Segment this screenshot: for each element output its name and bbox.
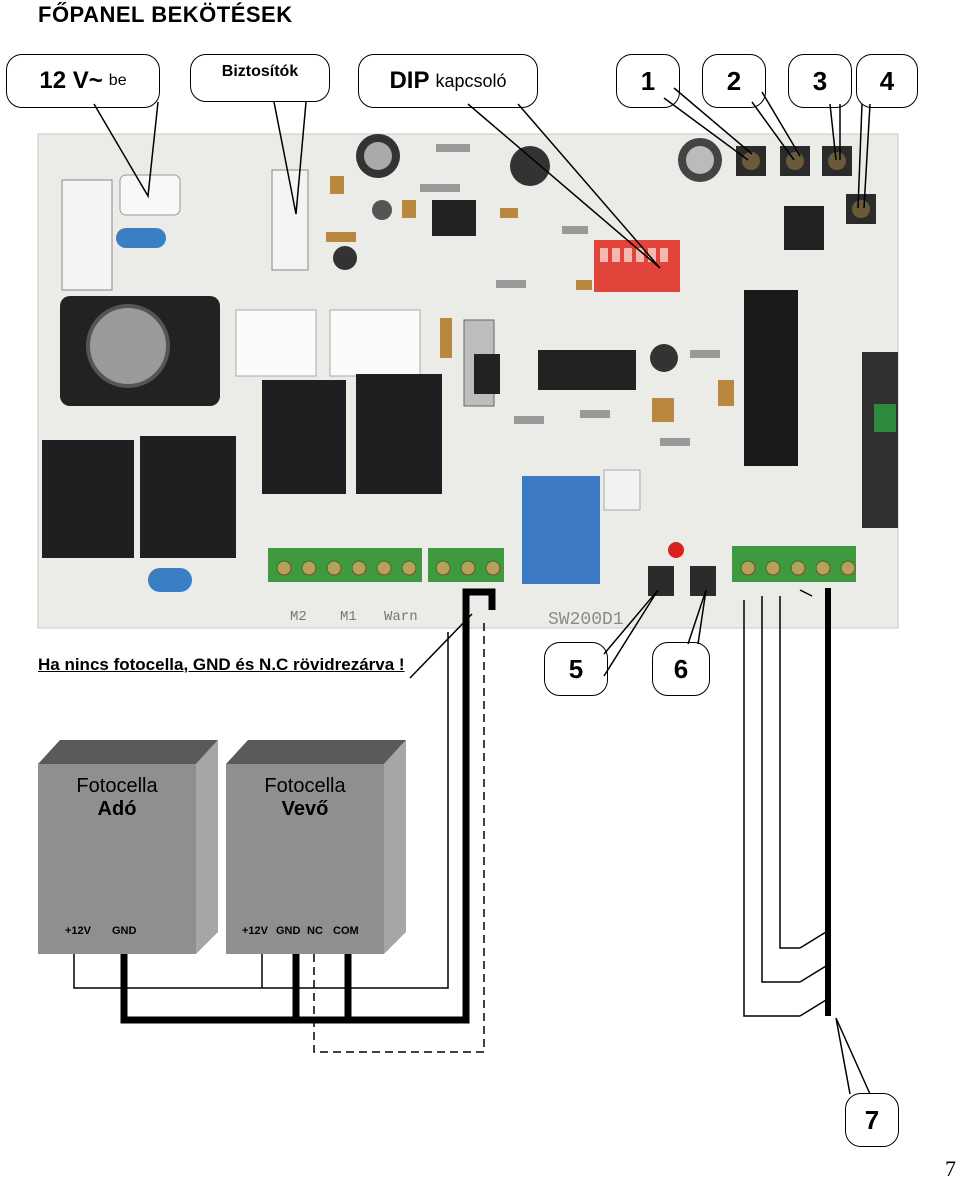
ic-u1 xyxy=(744,290,798,466)
relay-3 xyxy=(42,440,134,558)
mov-capacitor-2 xyxy=(148,568,192,592)
terminal-block-left xyxy=(268,548,422,582)
callout-power-main: 12 V~ xyxy=(39,67,103,94)
receiver-line2: Vevő xyxy=(281,798,329,820)
callout-2: 2 xyxy=(702,54,766,108)
relay-4 xyxy=(140,436,236,558)
tx-box-side xyxy=(196,740,218,954)
callout-6-label: 6 xyxy=(673,653,689,684)
rx-terminal-gnd: GND xyxy=(276,925,301,937)
tx-box-front xyxy=(38,764,196,954)
page-number: 7 xyxy=(945,1156,956,1181)
ic-u4 xyxy=(432,200,476,236)
label-warn: Warn xyxy=(384,609,418,625)
warning-note: Ha nincs fotocella, GND és N.C rövidrezá… xyxy=(38,655,405,674)
callout-dip-switch: DIP kapcsoló xyxy=(358,54,538,108)
transmitter-line2: Adó xyxy=(97,798,137,820)
receiver-line1: Fotocella xyxy=(264,775,346,797)
callout-3: 3 xyxy=(788,54,852,108)
capacitor-top xyxy=(86,304,170,388)
mov-capacitor xyxy=(116,228,166,248)
wires xyxy=(73,588,831,1053)
rx-box-front xyxy=(226,764,384,954)
callout-1-label: 1 xyxy=(640,65,656,96)
callout-power-sub: be xyxy=(108,72,127,89)
callout-pointers xyxy=(93,87,871,1095)
board-model: SW200D1 xyxy=(548,610,624,630)
fuse-holder-1 xyxy=(61,179,113,291)
page-title: FŐPANEL BEKÖTÉSEK xyxy=(38,2,293,27)
cap-c6 xyxy=(510,146,550,186)
callout-5-label: 5 xyxy=(568,653,584,684)
receiver-label: Fotocella Vevő xyxy=(226,775,384,821)
transformer-block-2 xyxy=(329,309,421,377)
rx-box-side xyxy=(384,740,406,954)
callout-4-label: 4 xyxy=(879,65,895,96)
tx-terminal-12v: +12V xyxy=(65,925,91,937)
callout-6: 6 xyxy=(652,642,710,696)
transformer-block-1 xyxy=(235,309,317,377)
transmitter-label: Fotocella Adó xyxy=(38,775,196,821)
callout-4: 4 xyxy=(856,54,918,108)
callout-2-label: 2 xyxy=(726,65,742,96)
callout-3-label: 3 xyxy=(812,65,828,96)
rx-box-top xyxy=(226,740,406,764)
callout-fuses: Biztosítók xyxy=(190,54,330,102)
button-6 xyxy=(690,566,716,596)
blue-relay xyxy=(522,476,600,584)
callout-fuses-label: Biztosítók xyxy=(221,63,299,80)
callout-7-label: 7 xyxy=(864,1104,880,1135)
ic-u2 xyxy=(538,350,636,390)
tx-box-top xyxy=(38,740,218,764)
rx-terminal-nc: NC xyxy=(307,925,323,937)
callout-1: 1 xyxy=(616,54,680,108)
rx-terminal-com: COM xyxy=(333,925,359,937)
callout-7: 7 xyxy=(845,1093,899,1147)
ic-u3 xyxy=(784,206,824,250)
callout-dip-main: DIP xyxy=(389,67,430,94)
callout-power-in: 12 V~ be xyxy=(6,54,160,108)
tx-terminal-gnd: GND xyxy=(112,925,137,937)
side-connector xyxy=(862,352,898,528)
rx-terminal-12v: +12V xyxy=(242,925,268,937)
label-m2: M2 xyxy=(290,609,307,625)
callout-5: 5 xyxy=(544,642,608,696)
relay-1 xyxy=(262,380,346,494)
relay-2 xyxy=(356,374,442,494)
callout-dip-sub: kapcsoló xyxy=(435,70,507,91)
led xyxy=(668,542,684,558)
button-5 xyxy=(648,566,674,596)
label-m1: M1 xyxy=(340,609,357,625)
transmitter-line1: Fotocella xyxy=(76,775,158,797)
